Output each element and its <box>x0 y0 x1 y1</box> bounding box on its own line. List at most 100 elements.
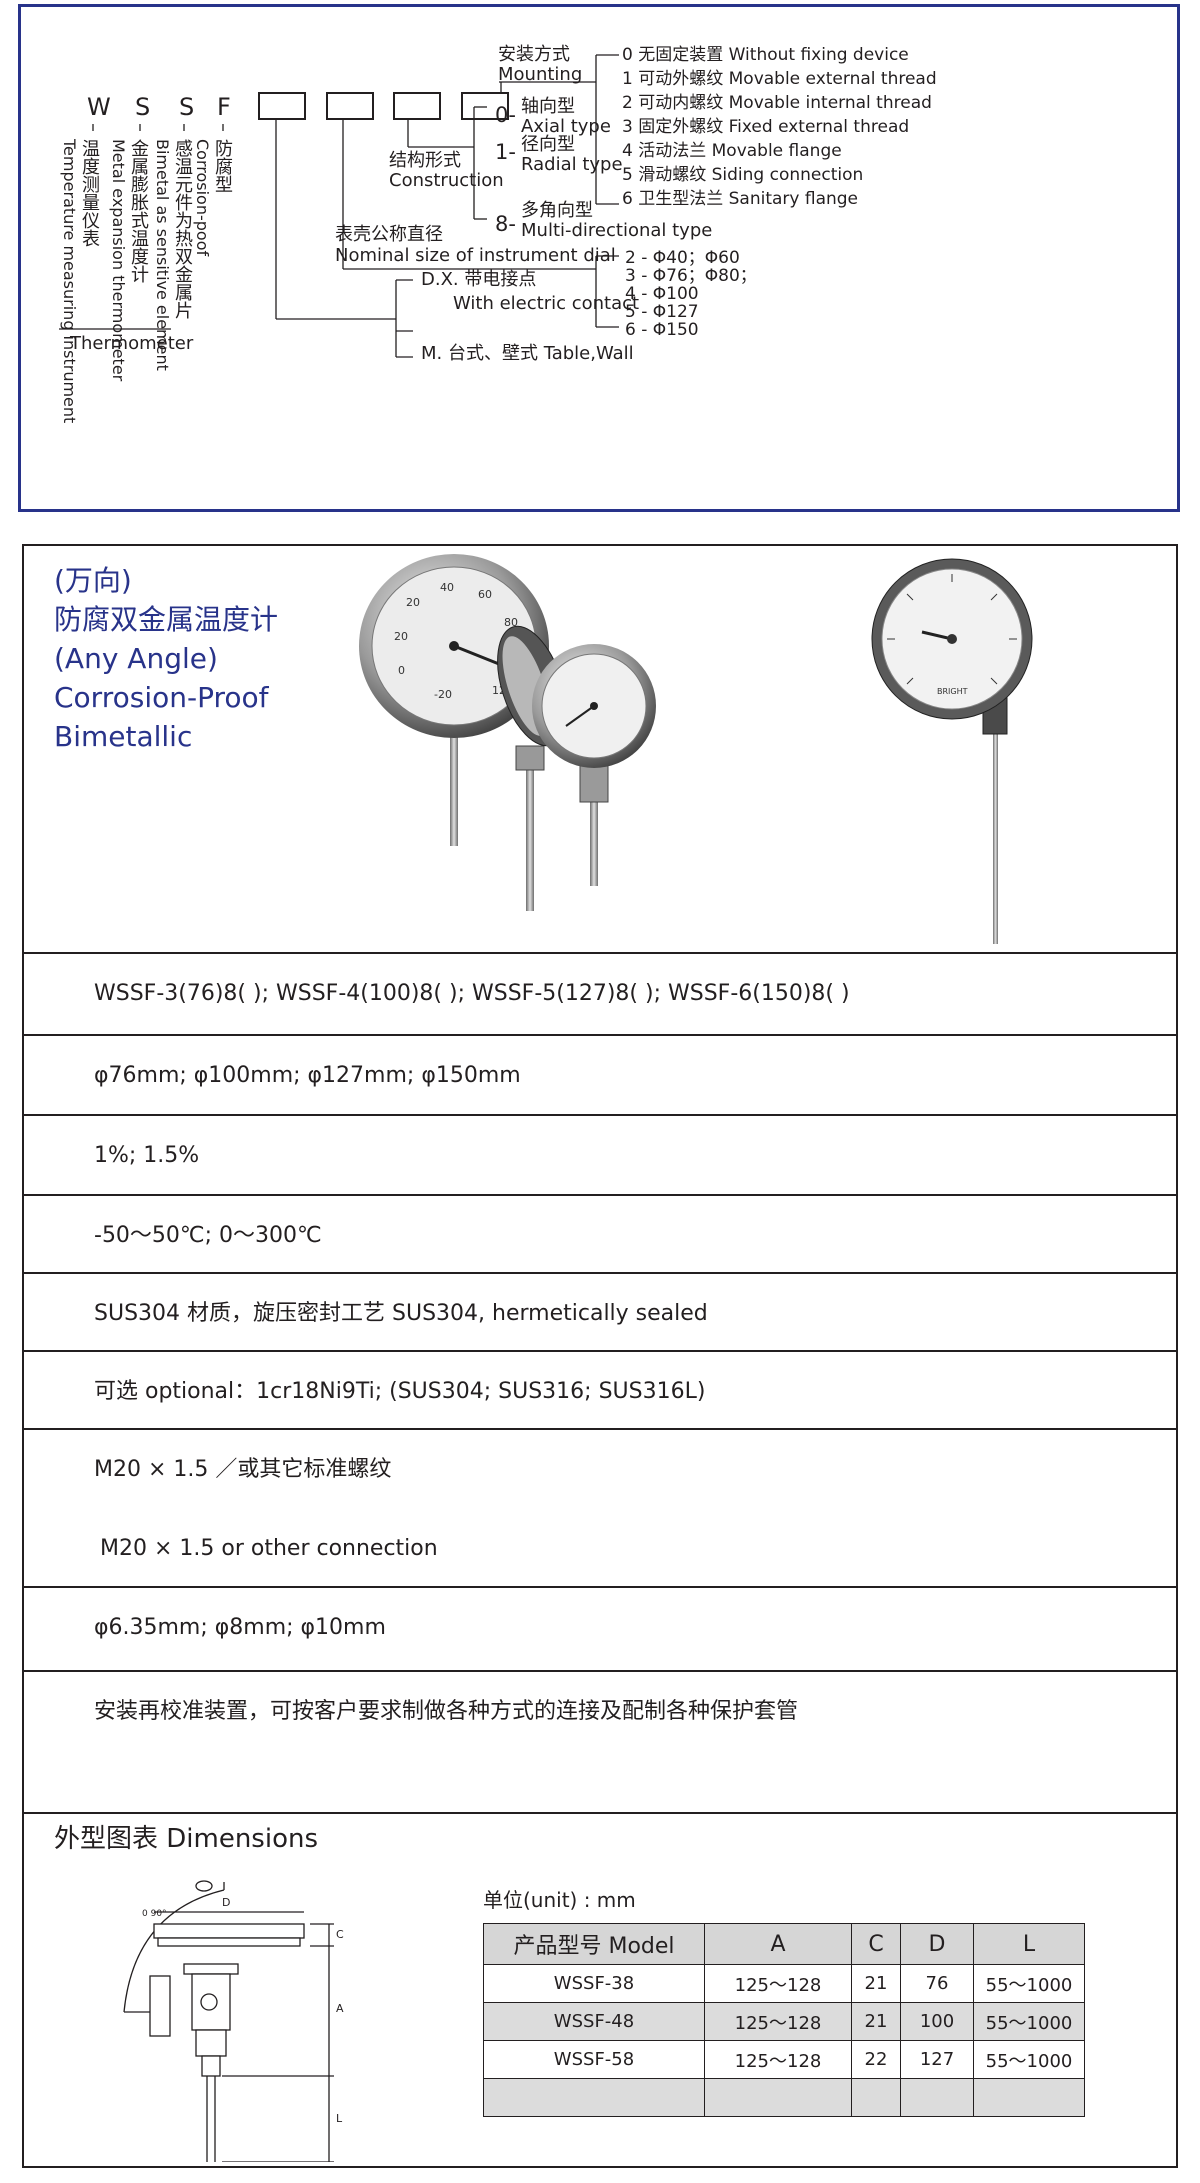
mounting-option: 5 滑动螺纹 Siding connection <box>622 165 864 185</box>
gauge-brand-label: BRIGHT <box>937 687 968 696</box>
code-box-1 <box>258 92 306 120</box>
spec-row-dial-size: φ76mm; φ100mm; φ127mm; φ150mm <box>24 1034 1176 1116</box>
construction-code-0: 0- <box>495 103 516 127</box>
table-header: 产品型号 Model <box>483 1923 705 1965</box>
w-desc-en: Temperature measuring instrument <box>60 139 79 424</box>
dial-option: 4 - Φ100 <box>625 284 699 304</box>
title-line-1: (万向) <box>54 564 132 597</box>
mounting-option: 3 固定外螺纹 Fixed external thread <box>622 117 910 137</box>
table-cell: 100 <box>900 2002 974 2041</box>
table-header-row: 产品型号 Model A C D L <box>483 1923 1085 1965</box>
dial-label-cn: 表壳公称直径 <box>335 224 443 245</box>
w-desc-cn: 温度测量仪表 <box>79 139 100 247</box>
table-cell: 21 <box>851 1964 901 2003</box>
spec-optional-text: 可选 optional：1cr18Ni9Ti; (SUS304; SUS316;… <box>94 1379 706 1404</box>
dial-option: 3 - Φ76；Φ80； <box>625 266 757 286</box>
gauge-large-stem <box>450 716 458 846</box>
spec-row-stem: φ6.35mm; φ8mm; φ10mm <box>24 1586 1176 1672</box>
table-cell: 22 <box>851 2040 901 2079</box>
mounting-options: 0 无固定装置 Without fixing device 1 可动外螺纹 Mo… <box>622 44 937 212</box>
table-cell: WSSF-38 <box>483 1964 705 2003</box>
table-cell: 55～1000 <box>973 1964 1085 2003</box>
product-photo-right: BRIGHT <box>871 558 1033 944</box>
title-line-3: (Any Angle) <box>54 642 218 675</box>
spec-row-divider <box>24 1812 1176 1814</box>
code-letter-s1: S <box>135 93 151 121</box>
f-desc-cn: 防腐型 <box>212 139 233 193</box>
thermometer-group-label: Thermometer <box>70 333 194 354</box>
table-header: A <box>704 1923 852 1965</box>
table-cell <box>483 2078 705 2117</box>
f-desc-en: Corrosion-poof <box>193 139 212 257</box>
mounting-label-en: Mounting <box>498 64 583 85</box>
s1-desc-en: Metal expansion thermometer <box>109 139 128 382</box>
dial-option: 5 - Φ127 <box>625 302 699 322</box>
s1-desc-cn: 金属膨胀式温度计 <box>128 139 149 283</box>
table-row: WSSF-48 125～128 21 100 55～1000 <box>483 2002 1085 2041</box>
spec-material-text: SUS304 材质，旋压密封工艺 SUS304, hermetically se… <box>94 1301 708 1326</box>
gauge-tick: 20 <box>406 596 420 609</box>
construction-code-1: 1- <box>495 140 516 164</box>
mounting-option: 0 无固定装置 Without fixing device <box>622 45 909 65</box>
code-box-3 <box>393 92 441 120</box>
radial-type-cn: 径向型 <box>521 134 575 155</box>
table-wall-label: M. 台式、壁式 Table,Wall <box>421 343 634 364</box>
table-cell: 125～128 <box>704 1964 852 2003</box>
gauge-right-needle <box>921 630 953 641</box>
spec-model-text: WSSF-3(76)8( ); WSSF-4(100)8( ); WSSF-5(… <box>94 981 850 1006</box>
table-cell: 76 <box>900 1964 974 2003</box>
gauge-tick: 60 <box>478 588 492 601</box>
dimension-drawing: D C A L 0 90° <box>123 1880 344 2162</box>
spec-range-text: -50～50℃; 0～300℃ <box>94 1223 322 1248</box>
product-photo-group: 20 40 60 80 100 120 -20 0 20 <box>359 554 656 911</box>
radial-type-en: Radial type <box>521 154 623 175</box>
multi-type-cn: 多角向型 <box>521 200 593 221</box>
code-letter-s2: S <box>179 93 195 121</box>
gauge-angled-stem <box>526 761 534 911</box>
gauge-tick: -20 <box>434 688 452 701</box>
mounting-option: 6 卫生型法兰 Sanitary flange <box>622 189 859 209</box>
contact-label-en: With electric contact <box>453 293 640 314</box>
construction-label-en: Construction <box>389 170 504 191</box>
spec-connection-cn-text: M20 × 1.5 ／或其它标准螺纹 <box>94 1457 392 1482</box>
dial-label-en: Nominal size of instrument dial <box>335 245 616 266</box>
coding-connector-lines <box>59 54 619 358</box>
gauge-tick: 20 <box>394 630 408 643</box>
mounting-option: 2 可动内螺纹 Movable internal thread <box>622 93 932 113</box>
table-row: WSSF-38 125～128 21 76 55～1000 <box>483 1964 1085 2003</box>
title-line-5: Bimetallic <box>54 720 193 753</box>
spec-stem-text: φ6.35mm; φ8mm; φ10mm <box>94 1615 386 1640</box>
axial-type-cn: 轴向型 <box>521 96 575 117</box>
table-cell <box>973 2078 1085 2117</box>
code-letter-w: W <box>87 93 111 121</box>
drawing-label-a: A <box>336 2002 344 2015</box>
table-header: L <box>973 1923 1085 1965</box>
table-header: C <box>851 1923 901 1965</box>
table-cell: 127 <box>900 2040 974 2079</box>
spec-accuracy-text: 1%; 1.5% <box>94 1143 200 1168</box>
mounting-option: 4 活动法兰 Movable flange <box>622 141 842 161</box>
title-line-2: 防腐双金属温度计 <box>54 603 279 636</box>
gauge-large-needle <box>453 644 505 668</box>
mounting-option: 1 可动外螺纹 Movable external thread <box>622 69 937 89</box>
table-cell: 125～128 <box>704 2002 852 2041</box>
table-cell <box>851 2078 901 2117</box>
code-box-4 <box>461 92 509 120</box>
table-row: WSSF-58 125～128 22 127 55～1000 <box>483 2040 1085 2079</box>
code-letter-f: F <box>217 93 231 121</box>
dimensions-unit: 单位(unit) : mm <box>483 1888 636 1912</box>
code-box-2 <box>326 92 374 120</box>
table-cell: WSSF-58 <box>483 2040 705 2079</box>
spec-row-optional: 可选 optional：1cr18Ni9Ti; (SUS304; SUS316;… <box>24 1350 1176 1430</box>
multi-type-en: Multi-directional type <box>521 220 713 241</box>
s2-desc-cn: 感温元件为热双金属片 <box>172 139 193 319</box>
table-cell <box>900 2078 974 2117</box>
gauge-tick: 80 <box>504 616 518 629</box>
s2-desc-en: Bimetal as sensitive element <box>153 139 172 371</box>
table-cell: 125～128 <box>704 2040 852 2079</box>
drawing-label-l: L <box>336 2112 343 2125</box>
drawing-label-d: D <box>222 1896 230 1909</box>
product-panel: (万向) 防腐双金属温度计 (Any Angle) Corrosion-Proo… <box>22 544 1178 2168</box>
dial-options: 2 - Φ40；Φ60 3 - Φ76；Φ80； 4 - Φ100 5 - Φ1… <box>625 247 757 340</box>
axial-type-en: Axial type <box>521 116 611 137</box>
